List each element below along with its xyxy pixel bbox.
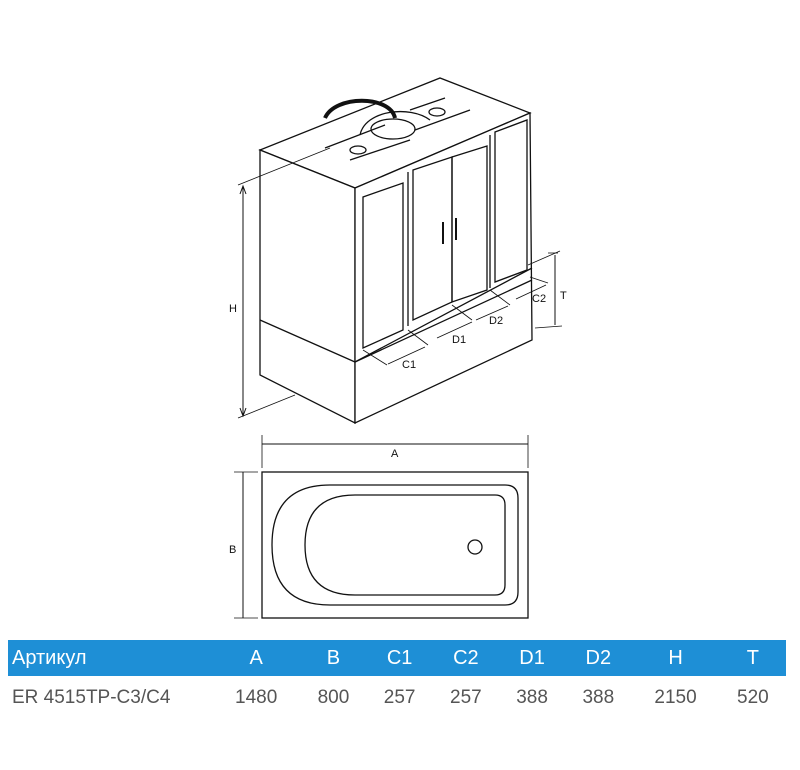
col-c1: C1	[366, 640, 433, 676]
cell-a: 1480	[235, 687, 278, 708]
col-d1: D1	[498, 640, 566, 676]
dimensions-table: Артикул A B C1 C2 D1 D2 H T ER 4515TP-C3…	[8, 640, 786, 720]
cell-c1: 257	[383, 687, 416, 708]
label-h: H	[229, 303, 237, 315]
cell-d1: 388	[516, 687, 548, 708]
cell-c2: 257	[450, 687, 482, 708]
cell-article: ER 4515TP-C3/C4	[12, 687, 171, 708]
col-h: H	[631, 640, 720, 676]
label-a: A	[391, 448, 399, 460]
col-article: Артикул	[8, 640, 212, 676]
bath-plan-view: A B	[229, 435, 529, 619]
col-a: A	[212, 640, 301, 676]
col-b: B	[300, 640, 367, 676]
col-c2: C2	[432, 640, 499, 676]
label-d2: D2	[489, 315, 503, 327]
col-t: T	[719, 640, 786, 676]
cell-b: 800	[317, 687, 350, 708]
table-row: ER 4515TP-C3/C4 1480 800 257 257 388 388…	[8, 676, 786, 720]
label-c2: C2	[532, 293, 546, 305]
cabin-3d-view: H T C1 D1 D2 C2	[229, 77, 567, 425]
label-b: B	[229, 544, 236, 556]
label-d1: D1	[452, 334, 466, 346]
label-c1: C1	[402, 359, 416, 371]
cell-d2: 388	[582, 687, 615, 708]
cabin-dimension-diagram: H T C1 D1 D2 C2 A B	[229, 77, 567, 619]
table-header-row: Артикул A B C1 C2 D1 D2 H T	[8, 640, 786, 676]
col-d2: D2	[565, 640, 632, 676]
cell-t: 520	[737, 687, 769, 708]
label-t: T	[560, 290, 567, 302]
cell-h: 2150	[654, 687, 697, 708]
